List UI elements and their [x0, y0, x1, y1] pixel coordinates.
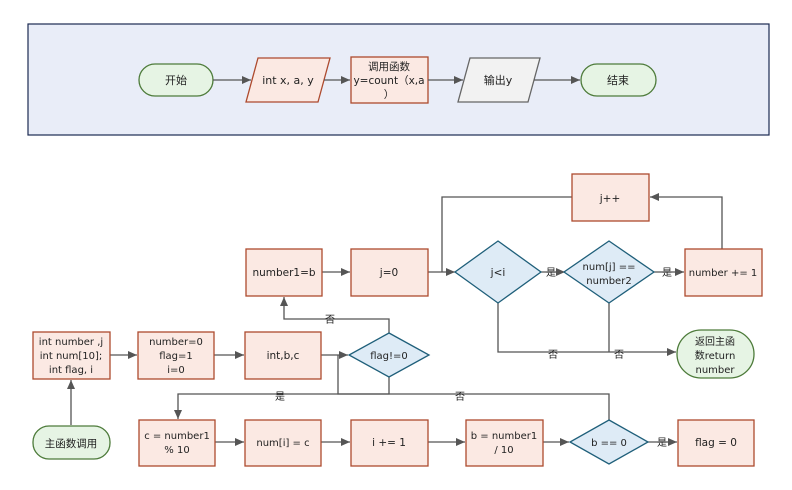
decl-line-2: int num[10];: [40, 351, 103, 362]
top-output-parallelogram: 输出y: [457, 57, 541, 103]
top-input-text: int x, a, y: [262, 74, 314, 87]
flagcheck-diamond: flag!=0: [347, 332, 431, 378]
entry-text: 主函数调用: [45, 437, 98, 450]
jlt-text: j<i: [490, 267, 506, 279]
top-call-line-2: y=count（x,a: [353, 75, 424, 87]
connector-labels: 否 是 否 是 是 否 否 是: [275, 267, 672, 449]
bcalc-line-1: b = number1: [471, 431, 537, 442]
return-line-3: number: [695, 365, 735, 376]
numeq-diamond: num[j] == number2: [562, 240, 656, 304]
entry-terminal: 主函数调用: [32, 425, 111, 460]
flagzero-box: flag = 0: [677, 419, 755, 467]
ccalc-line-1: c = number1: [144, 431, 210, 442]
bcalc-line-2: / 10: [494, 445, 513, 456]
label-bzero-yes: 是: [657, 437, 667, 449]
jinc-text: j++: [599, 193, 621, 205]
ccalc-box: c = number1 % 10: [138, 419, 216, 467]
label-jlt-yes: 是: [546, 267, 556, 279]
init-box: number=0 flag=1 i=0: [137, 331, 215, 380]
bcalc-box: b = number1 / 10: [465, 419, 544, 467]
init-line-2: flag=1: [159, 351, 193, 362]
decl-box: int number ,j int num[10]; int flag, i: [32, 331, 111, 380]
bzero-text: b == 0: [591, 438, 627, 449]
read-box: int,b,c: [244, 331, 322, 380]
top-call-line-1: 调用函数: [368, 60, 410, 73]
top-call-box: 调用函数 y=count（x,a ）: [350, 56, 429, 104]
flagcheck-text: flag!=0: [370, 351, 408, 362]
decl-line-3: int flag, i: [49, 365, 93, 376]
return-terminal: 返回主函 数return number: [676, 329, 755, 379]
read-text: int,b,c: [267, 350, 300, 362]
top-input-parallelogram: int x, a, y: [245, 57, 331, 103]
number1-text: number1=b: [252, 267, 315, 279]
arrow-flagcheck-to-number1: [280, 297, 390, 333]
top-start-text: 开始: [165, 73, 187, 87]
arrow-flagcheck-to-ccalc: [174, 377, 390, 419]
arrow-jlt-no-to-return: [497, 303, 676, 356]
label-bzero-no: 否: [455, 391, 465, 403]
jinc-box: j++: [571, 173, 650, 222]
iinc-box: i += 1: [350, 419, 429, 467]
return-line-1: 返回主函: [695, 336, 735, 348]
label-flagcheck-yes: 是: [275, 391, 285, 403]
jinit-text: j=0: [379, 267, 398, 279]
numassign-text: num[i] = c: [256, 438, 309, 449]
arrow-numberinc-to-jinc: [650, 193, 723, 249]
number1-box: number1=b: [245, 248, 323, 297]
iinc-text: i += 1: [372, 437, 406, 449]
top-call-line-3: ）: [384, 89, 395, 101]
init-line-3: i=0: [167, 365, 185, 376]
label-numeq-yes: 是: [662, 267, 672, 279]
numassign-box: num[i] = c: [244, 419, 322, 467]
top-end-text: 结束: [607, 74, 629, 87]
return-line-2: 数return: [695, 349, 736, 362]
jlt-diamond: j<i: [453, 240, 543, 304]
top-output-text: 输出y: [484, 73, 513, 87]
numberinc-text: number += 1: [689, 268, 758, 279]
bzero-diamond: b == 0: [568, 419, 650, 465]
numeq-line-2: number2: [586, 276, 631, 287]
label-flagcheck-no: 否: [325, 314, 335, 326]
jinit-box: j=0: [350, 248, 429, 297]
init-line-1: number=0: [149, 337, 203, 348]
ccalc-line-2: % 10: [164, 445, 189, 456]
numeq-line-1: num[j] ==: [583, 262, 636, 273]
flagzero-text: flag = 0: [695, 437, 737, 449]
numberinc-box: number += 1: [684, 248, 763, 297]
top-start-terminal: 开始: [138, 63, 214, 97]
arrow-jinc-loop-back: [441, 196, 572, 272]
top-end-terminal: 结束: [580, 63, 657, 97]
arrow-bzero-no-loop: [337, 355, 610, 420]
label-numeq-no: 否: [614, 349, 624, 361]
flow-arrows: [67, 193, 723, 446]
decl-line-1: int number ,j: [39, 337, 103, 348]
label-jlt-no: 否: [548, 349, 558, 361]
